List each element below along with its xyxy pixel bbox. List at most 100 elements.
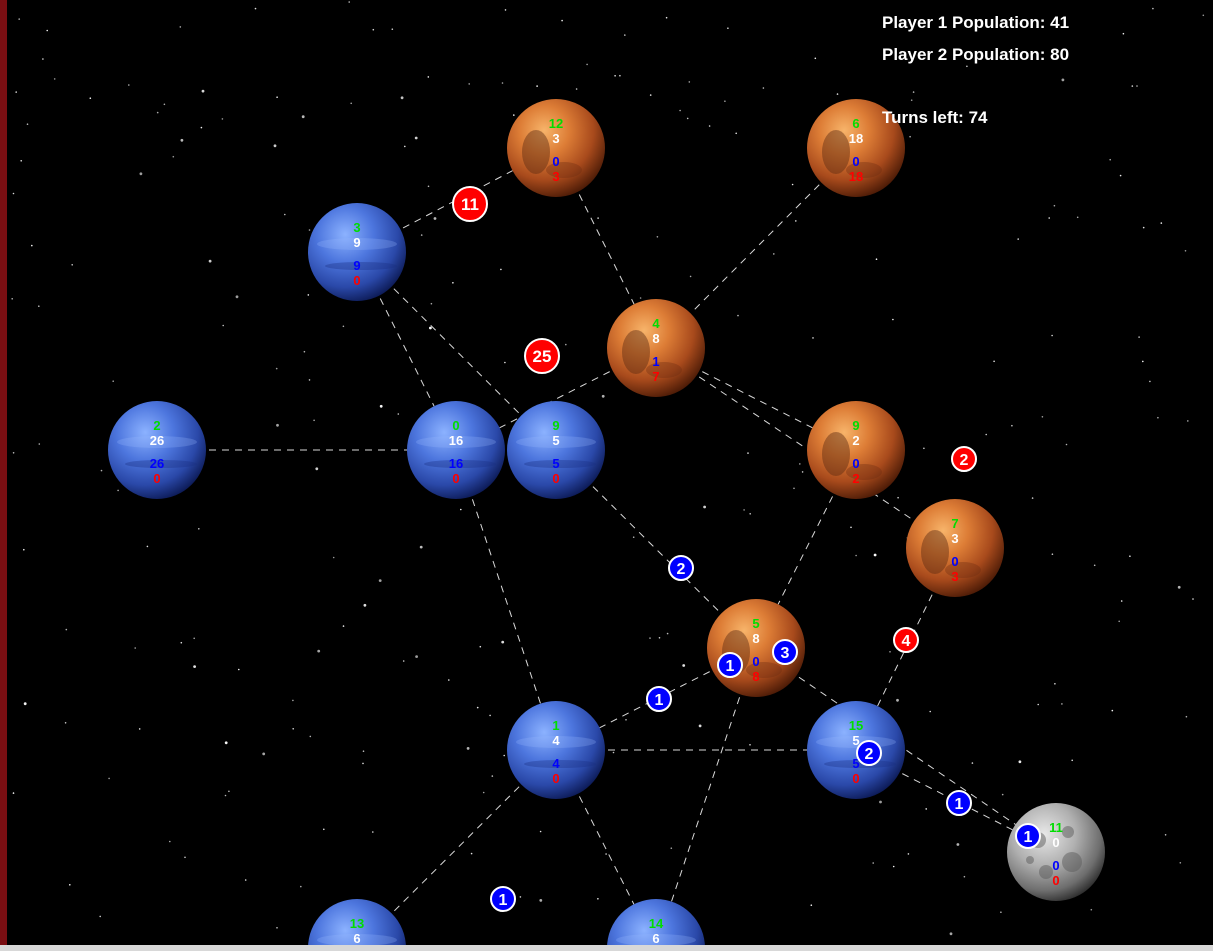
- fleet-blue[interactable]: 1: [1015, 823, 1041, 849]
- star: [1118, 620, 1120, 623]
- star: [169, 840, 171, 843]
- star: [429, 326, 432, 330]
- star: [1090, 908, 1093, 911]
- star: [404, 145, 406, 148]
- star: [1119, 174, 1122, 177]
- star: [350, 102, 353, 105]
- star: [317, 649, 321, 653]
- cloud-band: [616, 934, 696, 946]
- planet-growth-label: 13: [350, 916, 364, 931]
- star: [301, 115, 305, 119]
- fleet-red[interactable]: 4: [893, 627, 919, 653]
- star: [308, 229, 311, 231]
- planet-growth-label: 12: [549, 116, 563, 131]
- fleet-blue[interactable]: 3: [772, 639, 798, 665]
- star: [666, 632, 669, 635]
- fleet-marker: [856, 740, 882, 766]
- planet-neptune[interactable]: 146: [607, 899, 705, 951]
- star: [38, 305, 40, 308]
- planet-player1-ships-label: 0: [852, 456, 859, 471]
- fleet-blue[interactable]: 2: [668, 555, 694, 581]
- star: [15, 91, 17, 93]
- star: [912, 91, 915, 93]
- planet-mars-body: [607, 299, 705, 397]
- star: [1018, 760, 1022, 764]
- planet-player1-ships-label: 16: [449, 456, 463, 471]
- fleet-count-label: 1: [655, 692, 664, 709]
- star: [224, 794, 227, 797]
- star: [420, 234, 423, 236]
- star: [632, 536, 635, 538]
- star: [379, 404, 383, 408]
- star: [228, 790, 230, 793]
- fleet-blue[interactable]: 1: [646, 686, 672, 712]
- star: [850, 526, 852, 529]
- star: [909, 135, 911, 138]
- star: [639, 297, 642, 299]
- fleet-count-label: 1: [726, 658, 735, 675]
- star: [625, 719, 627, 721]
- player1-population: Player 1 Population: 41: [882, 13, 1070, 32]
- route-line: [455, 449, 557, 751]
- star: [430, 302, 433, 305]
- star: [193, 637, 195, 640]
- fleet-blue[interactable]: 1: [717, 652, 743, 678]
- fleet-red[interactable]: 2: [951, 446, 977, 472]
- star: [391, 28, 394, 31]
- fleet-blue[interactable]: 1: [490, 886, 516, 912]
- fleet-blue[interactable]: 1: [946, 790, 972, 816]
- star: [23, 702, 27, 706]
- fleet-blue[interactable]: 2: [856, 740, 882, 766]
- fleet-marker: [772, 639, 798, 665]
- star: [1160, 222, 1163, 224]
- star: [363, 603, 367, 607]
- planet-population-label: 3: [552, 131, 559, 146]
- star: [601, 394, 605, 398]
- planet-player1-ships-label: 26: [150, 456, 164, 471]
- star: [1037, 703, 1039, 706]
- fleet-red[interactable]: 11: [452, 186, 488, 222]
- route-line: [655, 647, 757, 949]
- planet-growth-label: 5: [752, 616, 759, 631]
- planet-growth-label: 15: [849, 718, 863, 733]
- star: [1071, 759, 1073, 762]
- star: [100, 469, 103, 472]
- star: [1138, 336, 1140, 338]
- star: [342, 325, 345, 328]
- planet-player2-ships-label: 0: [1052, 873, 1059, 888]
- planet-player2-ships-label: 0: [353, 273, 360, 288]
- fleet-red[interactable]: 25: [524, 338, 560, 374]
- star: [419, 545, 423, 549]
- star: [597, 898, 599, 900]
- planet-growth-label: 14: [649, 916, 664, 931]
- star: [1031, 497, 1034, 499]
- cloud-band: [317, 934, 397, 946]
- star: [12, 452, 15, 454]
- star: [146, 545, 149, 548]
- planet-player2-ships-label: 3: [552, 169, 559, 184]
- crater: [1062, 852, 1082, 872]
- planet-neptune[interactable]: 136: [308, 899, 406, 951]
- star: [482, 791, 485, 794]
- surface-mark: [546, 162, 582, 178]
- planet-growth-label: 2: [153, 418, 160, 433]
- surface-mark: [822, 130, 850, 174]
- star: [348, 1, 351, 3]
- star: [1120, 600, 1123, 602]
- star: [747, 452, 749, 454]
